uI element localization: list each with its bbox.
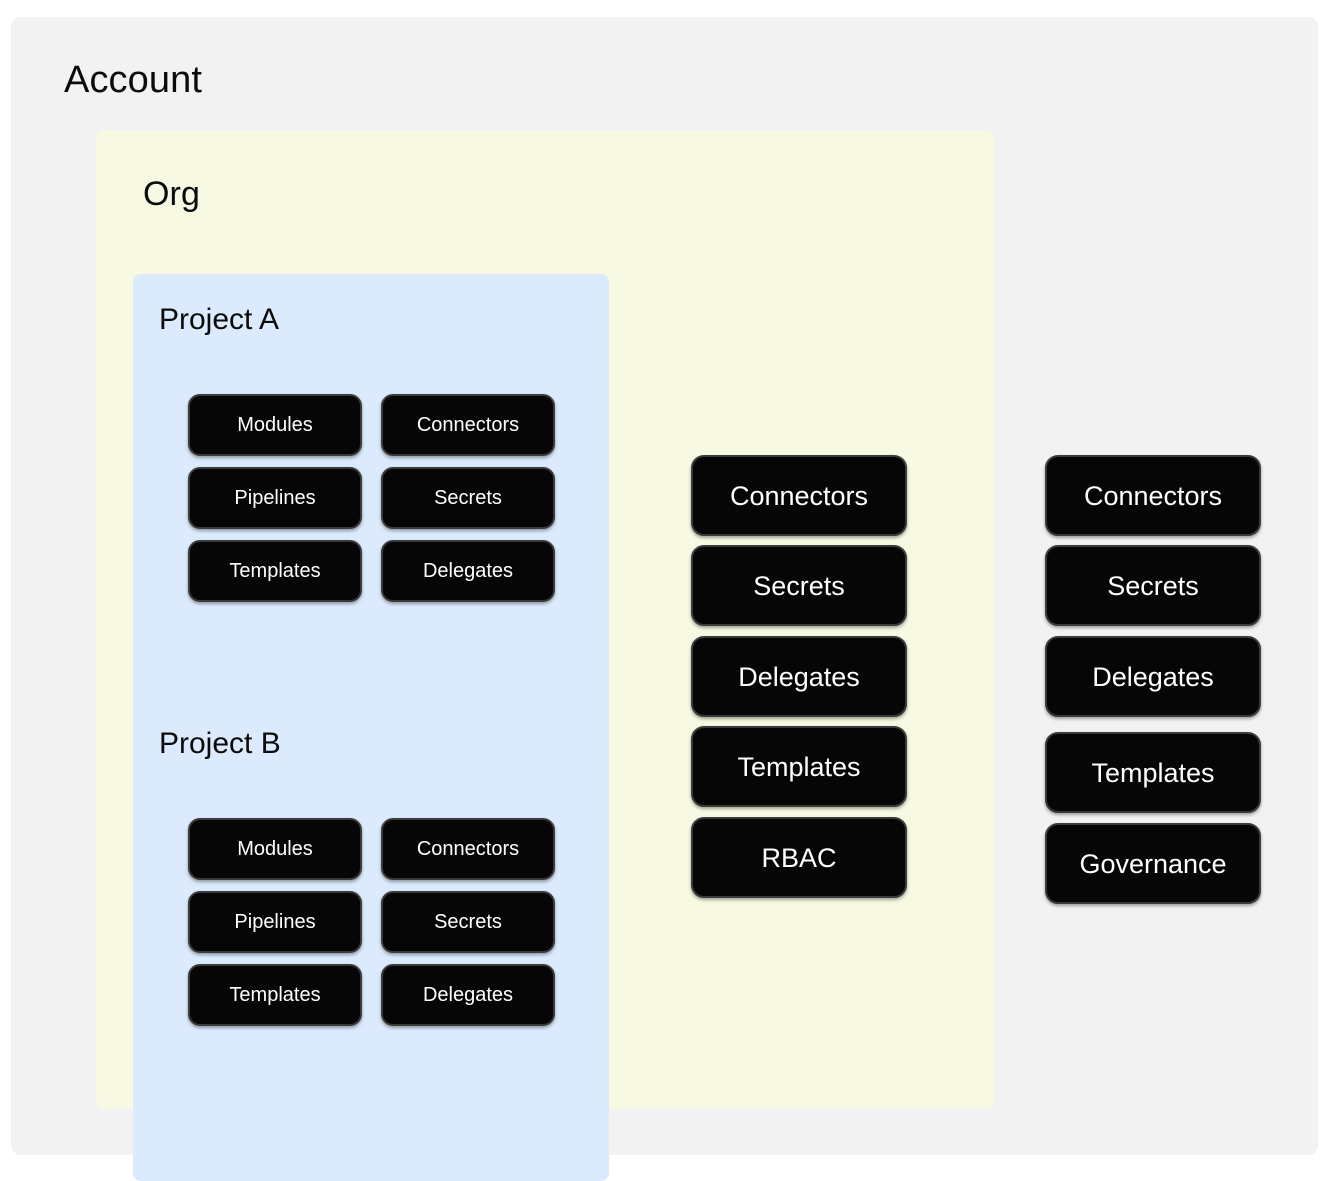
chip-account-templates[interactable]: Templates (1045, 732, 1261, 813)
chip-project-a-secrets[interactable]: Secrets (381, 467, 555, 529)
chip-project-a-connectors[interactable]: Connectors (381, 394, 555, 456)
chip-project-b-pipelines[interactable]: Pipelines (188, 891, 362, 953)
diagram-canvas: Account Org Project A Modules Pipelines … (11, 17, 1318, 1181)
chip-project-a-pipelines[interactable]: Pipelines (188, 467, 362, 529)
chip-project-b-secrets[interactable]: Secrets (381, 891, 555, 953)
chip-account-governance[interactable]: Governance (1045, 823, 1261, 904)
project-a-box: Project A Modules Pipelines Templates Co… (133, 274, 609, 757)
chip-org-connectors[interactable]: Connectors (691, 455, 907, 536)
chip-project-b-connectors[interactable]: Connectors (381, 818, 555, 880)
org-scope-label: Org (143, 175, 200, 213)
chip-account-delegates[interactable]: Delegates (1045, 636, 1261, 717)
chip-org-secrets[interactable]: Secrets (691, 545, 907, 626)
chip-project-a-modules[interactable]: Modules (188, 394, 362, 456)
project-a-label: Project A (159, 303, 280, 336)
chip-project-a-delegates[interactable]: Delegates (381, 540, 555, 602)
chip-org-delegates[interactable]: Delegates (691, 636, 907, 717)
chip-project-b-modules[interactable]: Modules (188, 818, 362, 880)
chip-org-templates[interactable]: Templates (691, 726, 907, 807)
chip-account-connectors[interactable]: Connectors (1045, 455, 1261, 536)
project-b-label: Project B (159, 727, 281, 760)
chip-project-b-templates[interactable]: Templates (188, 964, 362, 1026)
chip-account-secrets[interactable]: Secrets (1045, 545, 1261, 626)
account-scope-label: Account (64, 59, 203, 101)
chip-org-rbac[interactable]: RBAC (691, 817, 907, 898)
chip-project-b-delegates[interactable]: Delegates (381, 964, 555, 1026)
project-b-box: Project B Modules Pipelines Templates Co… (133, 698, 609, 1181)
chip-project-a-templates[interactable]: Templates (188, 540, 362, 602)
